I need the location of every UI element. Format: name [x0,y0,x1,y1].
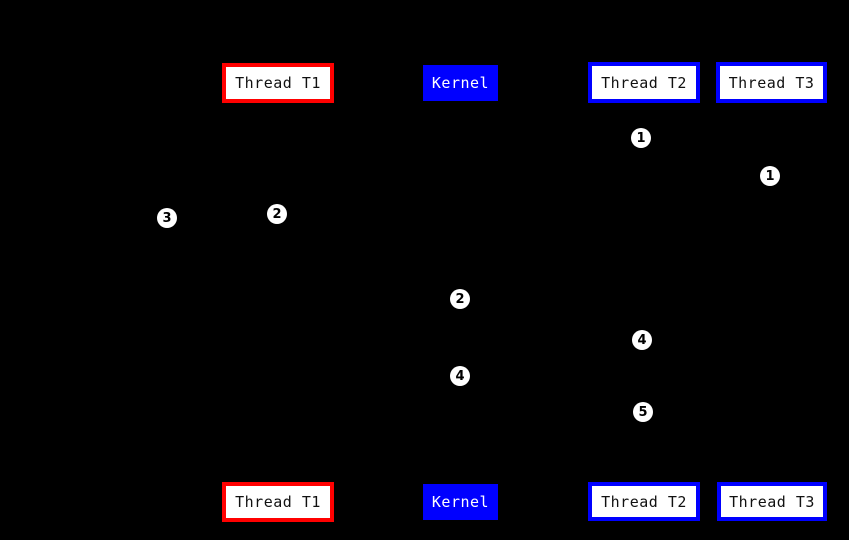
thread-t3-bottom-box: Thread T3 [717,482,827,521]
thread-t2-top-box: Thread T2 [588,62,700,103]
thread-t2-bottom-box-label: Thread T2 [601,492,687,511]
thread-t2-top-box-label: Thread T2 [601,73,687,92]
kernel-top-box: Kernel [423,65,498,101]
thread-t1-top-box-label: Thread T1 [235,74,321,92]
step-marker: 4 [632,330,652,350]
thread-t2-bottom-box: Thread T2 [588,482,700,521]
thread-t1-bottom-box: Thread T1 [222,482,334,522]
thread-t3-top-box-label: Thread T3 [728,73,815,92]
kernel-top-box-label: Kernel [431,74,490,92]
step-marker: 3 [157,208,177,228]
step-marker: 1 [631,128,651,148]
step-marker: 4 [450,366,470,386]
kernel-bottom-box-label: Kernel [431,493,490,511]
step-marker: 5 [633,402,653,422]
thread-t1-bottom-box-label: Thread T1 [235,493,321,511]
thread-t3-top-box: Thread T3 [716,62,827,103]
step-marker: 2 [267,204,287,224]
thread-t1-top-box: Thread T1 [222,63,334,103]
kernel-bottom-box: Kernel [423,484,498,520]
step-marker: 2 [450,289,470,309]
thread-t3-bottom-box-label: Thread T3 [729,492,815,511]
step-marker: 1 [760,166,780,186]
